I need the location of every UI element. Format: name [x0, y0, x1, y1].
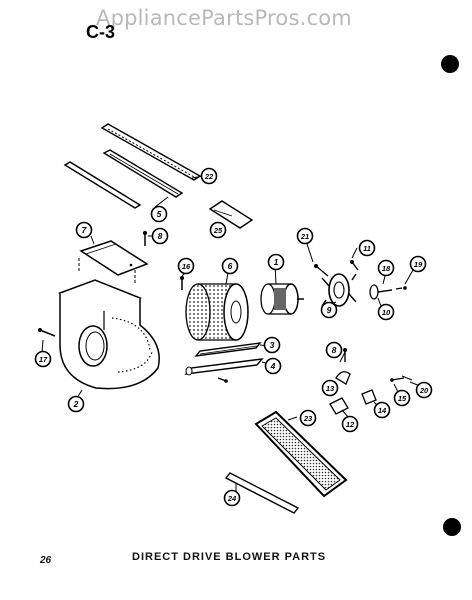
- channel-part: [102, 149, 184, 198]
- callout-number: 10: [382, 308, 391, 317]
- callout-21: 21: [296, 227, 314, 245]
- callout-number: 2: [73, 399, 79, 409]
- rail-part: [194, 342, 262, 357]
- page-number: 26: [40, 555, 52, 566]
- rail-part: [184, 358, 264, 376]
- callout-number: 25: [213, 226, 223, 235]
- callout-19: 19: [409, 255, 427, 273]
- callout-number: 4: [270, 361, 276, 371]
- callout-5: 5: [150, 205, 168, 223]
- callout-number: 6: [228, 261, 233, 271]
- blower-wheel-part: [185, 283, 249, 341]
- callout-9: 9: [320, 301, 338, 319]
- callout-layer: 22 5 25 7 8 21 11 16 6 1 18 19 9 10 3 4 17 2 8 13 20 23 12 14 15…: [34, 167, 433, 507]
- diagram-caption: DIRECT DRIVE BLOWER PARTS: [132, 551, 327, 563]
- section-code: C-3: [86, 22, 116, 42]
- callout-number: 17: [39, 355, 48, 364]
- motor-part: [260, 283, 304, 315]
- callout-number: 18: [382, 264, 391, 273]
- cover-plate-part: [79, 240, 149, 276]
- filter-part: [254, 410, 348, 498]
- bracket-part: [208, 200, 254, 229]
- callout-14: 14: [373, 401, 391, 419]
- callout-number: 3: [270, 340, 275, 350]
- callout-4: 4: [264, 357, 282, 375]
- callout-3: 3: [263, 336, 281, 354]
- callout-number: 5: [157, 209, 162, 219]
- callout-number: 7: [82, 225, 88, 235]
- callout-25: 25: [209, 221, 227, 239]
- callout-24: 24: [223, 489, 241, 507]
- callout-6: 6: [221, 257, 239, 275]
- callout-number: 22: [204, 172, 214, 181]
- callout-number: 9: [327, 305, 332, 315]
- callout-number: 13: [326, 384, 335, 393]
- callout-number: 15: [398, 394, 407, 403]
- callout-8: 8: [151, 227, 169, 245]
- registration-dot: [441, 55, 459, 73]
- blower-housing-part: [57, 279, 160, 390]
- callout-10: 10: [377, 303, 395, 321]
- callout-17: 17: [34, 350, 52, 368]
- callout-15: 15: [393, 389, 411, 407]
- callout-8: 8: [325, 341, 343, 359]
- callout-2: 2: [67, 395, 85, 413]
- callout-7: 7: [75, 221, 93, 239]
- rail-part: [100, 123, 202, 181]
- watermark-text: AppliancePartsPros.com: [96, 6, 352, 30]
- callout-number: 16: [182, 262, 191, 271]
- callout-number: 8: [332, 345, 337, 355]
- callout-number: 8: [158, 231, 163, 241]
- callout-18: 18: [377, 259, 395, 277]
- callout-number: 14: [378, 406, 387, 415]
- callout-11: 11: [358, 239, 376, 257]
- callout-number: 12: [346, 420, 355, 429]
- callout-number: 23: [303, 414, 313, 423]
- callout-number: 11: [363, 244, 371, 253]
- callout-13: 13: [321, 379, 339, 397]
- callout-1: 1: [267, 253, 285, 271]
- motor-mount-part: [321, 273, 357, 307]
- callout-number: 24: [227, 494, 237, 503]
- washer-part: [369, 284, 379, 300]
- callout-16: 16: [177, 257, 195, 275]
- callout-number: 19: [414, 260, 423, 269]
- callout-number: 21: [300, 232, 309, 241]
- strip-part: [224, 472, 300, 514]
- clip-part: [335, 371, 351, 385]
- callout-20: 20: [415, 381, 433, 399]
- callout-number: 1: [274, 257, 279, 267]
- callout-22: 22: [200, 167, 218, 185]
- callout-number: 20: [419, 386, 429, 395]
- callout-23: 23: [299, 409, 317, 427]
- strip-part: [63, 161, 142, 209]
- registration-dot: [443, 518, 461, 536]
- block-part: [329, 397, 349, 415]
- block-part: [361, 389, 377, 405]
- callout-12: 12: [341, 415, 359, 433]
